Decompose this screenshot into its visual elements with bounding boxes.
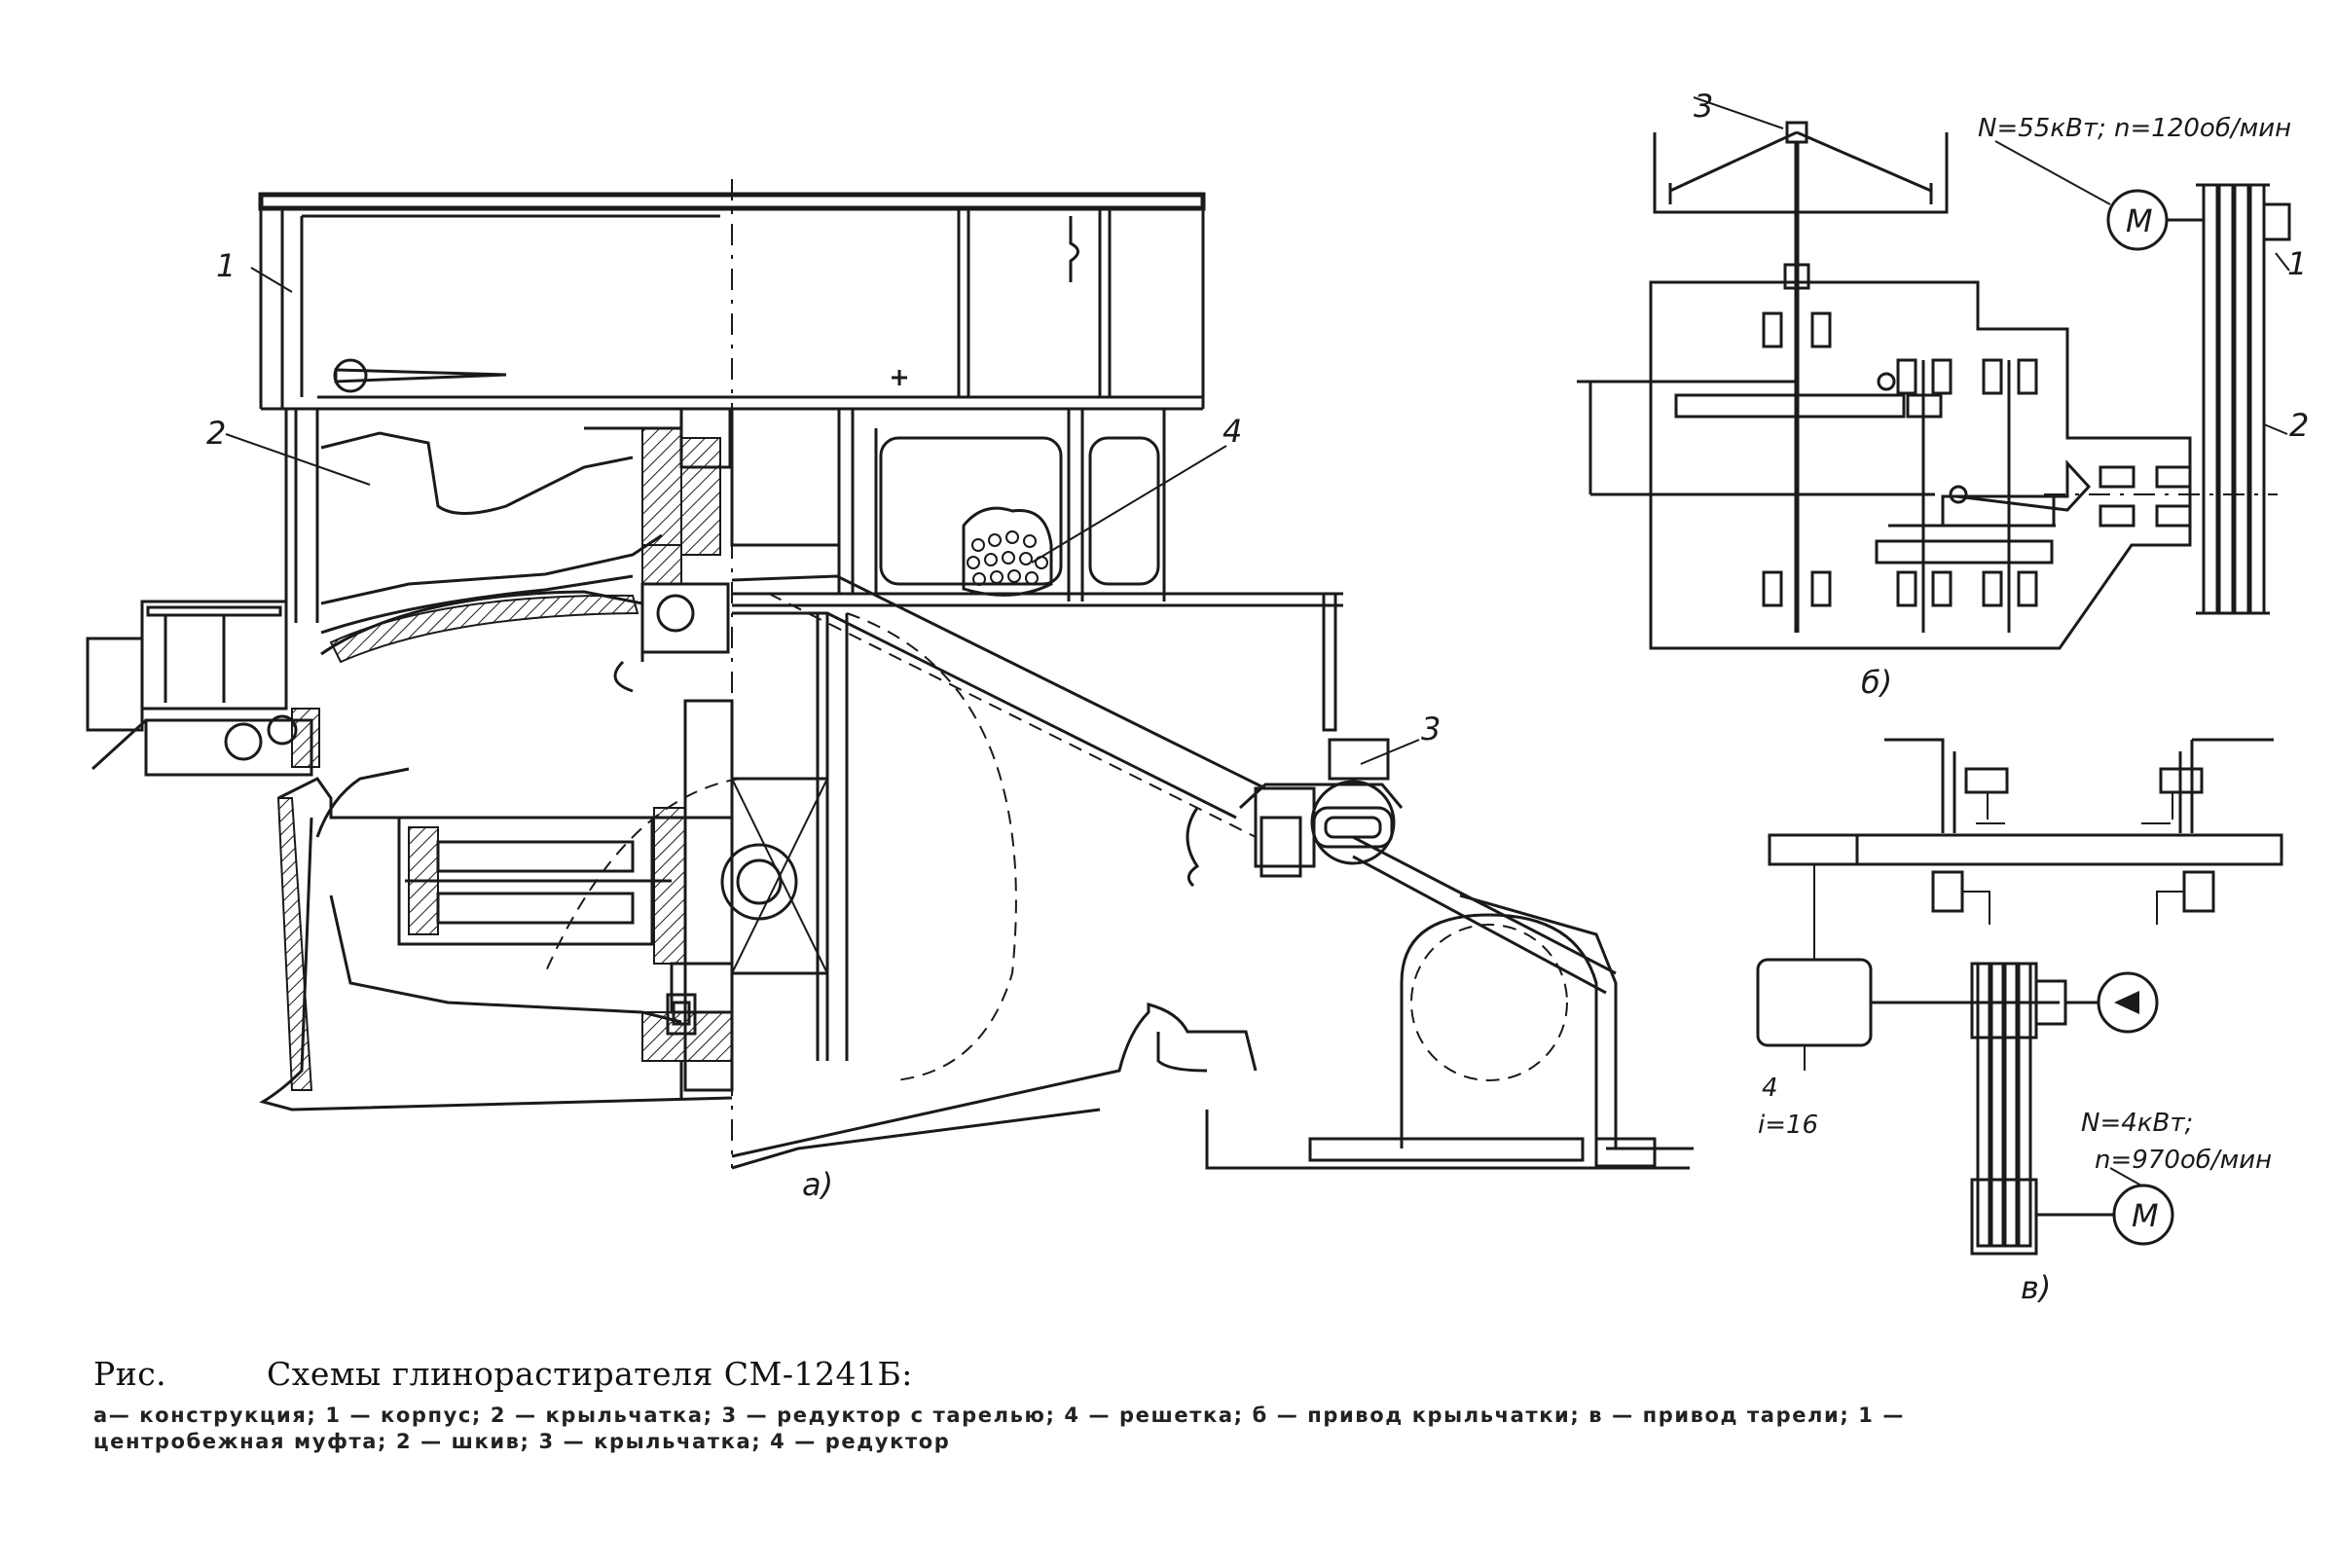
callout-b-2: 2: [2289, 407, 2309, 444]
left-drive-box: [86, 600, 320, 777]
caption-figure-label: Рис.: [93, 1355, 167, 1393]
callout-b-1: 1: [2287, 245, 2307, 282]
motor-spec-b: N=55кВт; n=120об/мин: [1978, 114, 2291, 143]
lower-casing: [259, 699, 734, 1112]
caption-title-line: Рис. Схемы глинорастирателя СМ-1241Б:: [93, 1355, 2322, 1393]
caption-title: Схемы глинорастирателя СМ-1241Б:: [267, 1355, 913, 1393]
callout-3: 3: [1421, 711, 1441, 748]
callout-4: 4: [1223, 413, 1242, 450]
caption-legend-line-1: а— конструкция; 1 — корпус; 2 — крыльчат…: [93, 1404, 1905, 1427]
view-a-label: a): [802, 1166, 833, 1203]
view-b-impeller-drive: 3: [1577, 88, 2309, 701]
callout-1: 1: [216, 247, 236, 284]
grid-holes: [967, 530, 1048, 586]
motor-label-c: M: [2132, 1197, 2159, 1234]
impeller-chamber: [284, 407, 732, 693]
callout-b-3: 3: [1694, 88, 1713, 125]
sheave-c: [1970, 962, 2067, 1256]
caption-legend: а— конструкция; 1 — корпус; 2 — крыльчат…: [93, 1403, 2322, 1455]
right-elevation: [544, 407, 1694, 1170]
motor-power-c: N=4кВт;: [2081, 1109, 2193, 1138]
play-circle-icon: [2097, 971, 2159, 1034]
bearings: [1762, 311, 2192, 607]
view-c-label: в): [2021, 1269, 2051, 1306]
view-b-label: б): [1861, 664, 1892, 701]
callouts-view-a: 1 2 4 3 a): [206, 247, 1441, 1203]
caption-legend-line-2: центробежная муфта; 2 — шкив; 3 — крыльч…: [93, 1430, 951, 1453]
motor-icon: [2106, 189, 2169, 251]
callout-c-4: 4: [1762, 1074, 1778, 1103]
motor-label-b: M: [2126, 202, 2153, 239]
ratio-c: i=16: [1758, 1111, 1818, 1140]
sheave: [2196, 183, 2291, 615]
motor-speed-c: n=970об/мин: [2095, 1146, 2272, 1175]
callout-2: 2: [206, 415, 226, 452]
view-a-construction: 1 2 4 3 a): [86, 179, 1694, 1203]
figure-caption: Рис. Схемы глинорастирателя СМ-1241Б: а— …: [93, 1355, 2322, 1455]
motor-icon-c: [2112, 1184, 2174, 1246]
view-c-plate-drive: 4 i=16 M N=4кВт; n=970об/мин в): [1756, 738, 2283, 1306]
